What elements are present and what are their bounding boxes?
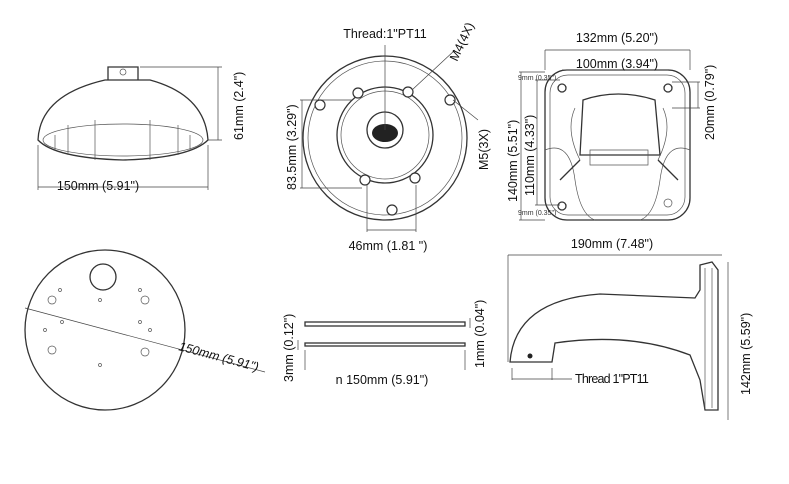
square-top-hole-label: 9mm (0.35") xyxy=(518,75,556,82)
arm-thread-label: Thread 1"PT11 xyxy=(575,372,649,386)
square-outer-width-label: 132mm (5.20") xyxy=(576,31,658,45)
plate-side-view: 3mm (0.12") 1mm (0.04") n 150mm (5.91") xyxy=(282,300,487,387)
side-thickness-right-label: 1mm (0.04") xyxy=(473,300,487,368)
arm-length-label: 190mm (7.48") xyxy=(571,237,653,251)
plate-height-label: 83.5mm (3.29") xyxy=(285,104,299,190)
square-mount-view: 132mm (5.20") 100mm (3.94") 140mm (5.51"… xyxy=(506,31,717,221)
dome-height-label: 61mm (2.4") xyxy=(232,72,246,140)
plate-width-label: 46mm (1.81 ") xyxy=(349,239,428,253)
plate-m5-label: M5(3X) xyxy=(477,129,491,170)
arm-side-view: 190mm (7.48") 142mm (5.59") Thread 1"PT1… xyxy=(507,237,753,420)
dome-width-label: 150mm (5.91") xyxy=(57,179,139,193)
side-thickness-left-label: 3mm (0.12") xyxy=(282,314,296,382)
round-plate-view: 150mm (5.91") xyxy=(24,249,266,411)
plate-thread-label: Thread:1"PT11 xyxy=(343,27,426,41)
square-outer-height-label: 140mm (5.51") xyxy=(506,120,520,202)
side-width-label: n 150mm (5.91") xyxy=(336,373,429,387)
plate-top-view: Thread:1"PT11 M4(4X) M5(3X) 83.5mm (3.29… xyxy=(285,20,491,253)
arm-height-label: 142mm (5.59") xyxy=(739,313,753,395)
plate-m4-label: M4(4X) xyxy=(447,20,477,63)
square-inner-width-label: 100mm (3.94") xyxy=(576,57,658,71)
square-slot-label: 20mm (0.79") xyxy=(703,65,717,140)
dome-mount-view: 61mm (2.4") 150mm (5.91") xyxy=(37,66,246,193)
round-plate-diameter-label: 150mm (5.91") xyxy=(177,339,260,374)
square-bottom-hole-label: 9mm (0.35") xyxy=(518,210,556,217)
square-inner-height-label: 110mm (4.33") xyxy=(523,115,537,196)
